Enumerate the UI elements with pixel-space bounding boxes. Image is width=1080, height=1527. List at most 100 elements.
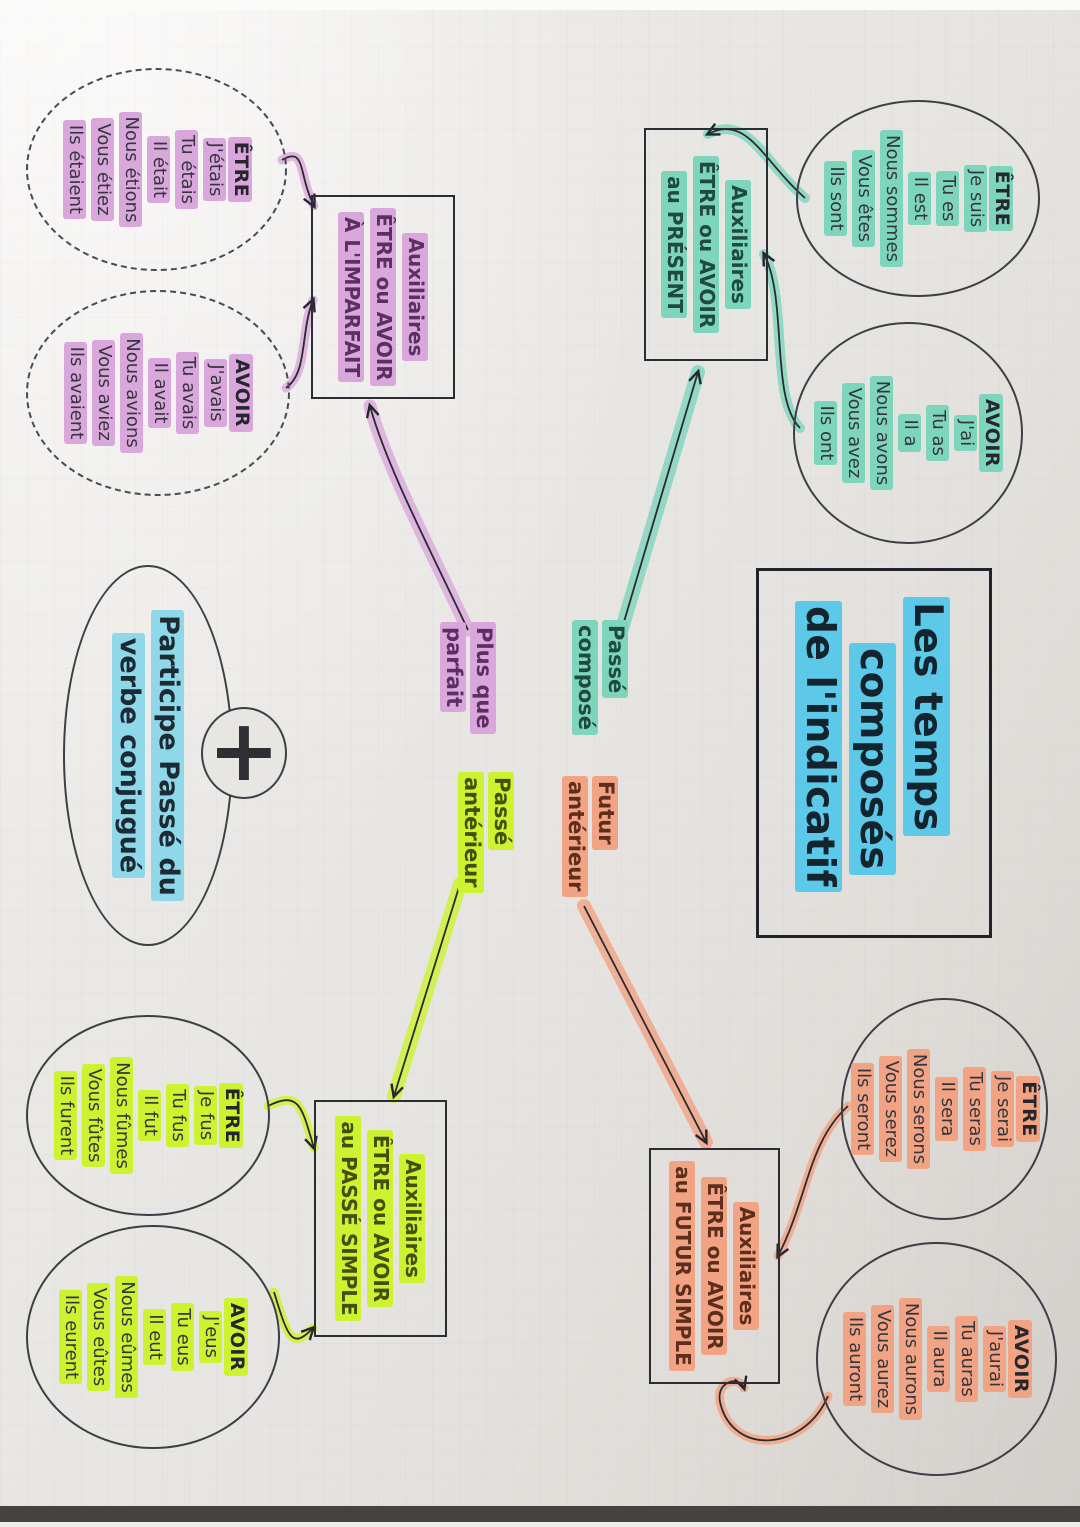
- conjugation-line: Vous êtes: [851, 130, 879, 267]
- tense-label-text: Futur: [592, 776, 618, 850]
- conjugation-line: Il avait: [147, 333, 175, 452]
- conjugation-text: Nous avions: [120, 333, 144, 453]
- conjugation-line: J'ai: [953, 376, 981, 490]
- tense-label-text: antérieur: [562, 776, 588, 897]
- title-line: de l'indicatif: [795, 601, 843, 893]
- conjugation-line: Ils avaient: [63, 333, 91, 452]
- conjugation-line: Je serai: [989, 1049, 1017, 1169]
- conjugation-text: J'eus: [199, 1310, 223, 1364]
- aux-box-line: Auxiliaires: [725, 180, 751, 309]
- conjugation-line: Ils étaient: [61, 112, 89, 228]
- conjugation-line: Vous eûtes: [86, 1276, 114, 1397]
- conjugation-text: Tu es: [936, 170, 960, 227]
- aux-box-futur-simple: Auxiliaires ÊTRE ou AVOIR au FUTUR SIMPL…: [649, 1148, 780, 1384]
- conjugation-text: J'avais: [204, 359, 228, 427]
- conjugation-text: Ils seront: [851, 1062, 874, 1156]
- conjugation-text: Vous serez: [879, 1055, 902, 1163]
- aux-box-line: au PRÉSENT: [661, 171, 687, 318]
- conjugation-line: Nous avons: [869, 375, 897, 491]
- conjugation-text: Tu eus: [171, 1303, 195, 1371]
- aux-box-imparfait: Auxiliaires ÊTRE ou AVOIR À L'IMPARFAIT: [311, 195, 455, 399]
- conjugation-text: Il sera: [935, 1076, 958, 1142]
- conjugation-line: Tu es: [935, 130, 963, 267]
- conjugation-text: Je fus: [194, 1085, 218, 1146]
- branch-passe-anterieur-lines: [263, 877, 467, 1344]
- title-line: Les temps: [903, 597, 951, 837]
- conjugation-line: Tu étais: [173, 112, 201, 228]
- conjugation-line: Ils eurent: [58, 1276, 86, 1397]
- conjugation-line: Nous eûmes: [114, 1276, 142, 1398]
- aux-verb-header: AVOIR: [224, 1297, 249, 1377]
- photo-bottom-sliver: [0, 1522, 1080, 1527]
- aux-box-passe-simple: Auxiliaires ÊTRE ou AVOIR au PASSÉ SIMPL…: [314, 1100, 447, 1337]
- tense-label-text: Passé: [488, 772, 514, 851]
- conjugation-text: J'ai: [954, 414, 978, 452]
- conjugation-text: Vous êtes: [852, 149, 876, 248]
- conjugation-text: Ils avaient: [64, 341, 88, 445]
- conjugation-line: Nous étions: [117, 111, 145, 228]
- conjugation-line: Nous avions: [119, 333, 147, 453]
- conjugation-text: Tu étais: [175, 130, 198, 209]
- aux-verb-header: AVOIR: [979, 393, 1004, 473]
- conjugation-text: Il aura: [927, 1325, 950, 1393]
- conjugation-line: J'eus: [198, 1276, 226, 1397]
- branch-futur-anterieur-lines: [577, 899, 853, 1445]
- aux-box-line: Auxiliaires: [733, 1201, 760, 1331]
- tense-label-text: antérieur: [458, 772, 484, 893]
- conjugation-text: Tu avais: [176, 351, 200, 435]
- conjugation-text: Je suis: [964, 164, 988, 233]
- conjugation-text: Ils étaient: [63, 119, 86, 220]
- central-topic-box: Les temps composés de l'indicatif: [756, 568, 992, 938]
- tense-label-text: Passé: [602, 620, 628, 699]
- conjugation-line: Vous étiez: [89, 112, 117, 228]
- conjugation-text: Nous fûmes: [110, 1057, 134, 1174]
- conjugation-text: Tu fus: [166, 1084, 190, 1147]
- conjugation-line: Tu seras: [961, 1049, 989, 1169]
- tense-label-passe-compose: Passé composé: [572, 620, 628, 735]
- conjugation-text: Nous serons: [907, 1048, 930, 1170]
- conjugation-text: Tu seras: [963, 1067, 986, 1151]
- conjugation-text: Il était: [147, 135, 170, 204]
- conjugation-text: Il est: [908, 171, 932, 226]
- participe-line: verbe conjugué: [112, 632, 145, 879]
- photo-bottom-edge: [0, 1506, 1080, 1522]
- conjugation-text: Vous avez: [842, 382, 866, 484]
- aux-box-present: Auxiliaires ÊTRE ou AVOIR au PRÉSENT: [644, 128, 768, 361]
- aux-box-line: ÊTRE ou AVOIR: [367, 1129, 394, 1308]
- conjugation-text: Nous sommes: [880, 130, 904, 267]
- conjugation-line: Il fut: [137, 1057, 165, 1174]
- conjugation-line: Nous aurons: [897, 1297, 925, 1421]
- conjugation-text: Nous étions: [119, 111, 142, 228]
- aux-box-line: Auxiliaires: [399, 1154, 426, 1283]
- conjugation-text: Nous avons: [870, 375, 894, 491]
- conjugation-text: Il eut: [143, 1309, 167, 1365]
- conjugation-text: Je serai: [991, 1071, 1014, 1147]
- conjugation-line: Il aura: [925, 1298, 953, 1420]
- conjugation-text: Ils sont: [824, 161, 848, 236]
- conjugation-line: Je suis: [963, 130, 991, 267]
- conjugation-line: Tu auras: [953, 1298, 981, 1420]
- tense-label-plus-que-parfait: Plus que parfait: [440, 622, 496, 734]
- aux-box-line: ÊTRE ou AVOIR: [370, 208, 396, 386]
- conjugation-line: Vous fûtes: [81, 1057, 109, 1174]
- branch-passe-compose-lines: [611, 129, 810, 649]
- tense-label-futur-anterieur: Futur antérieur: [562, 776, 618, 897]
- conjugation-text: Il avait: [148, 357, 172, 429]
- aux-verb-header: ÊTRE: [228, 136, 252, 203]
- conjugation-text: Il fut: [138, 1090, 162, 1141]
- conjugation-line: Il a: [897, 376, 925, 490]
- plus-circle: +: [196, 707, 296, 799]
- conjugation-line: J'avais: [203, 333, 231, 452]
